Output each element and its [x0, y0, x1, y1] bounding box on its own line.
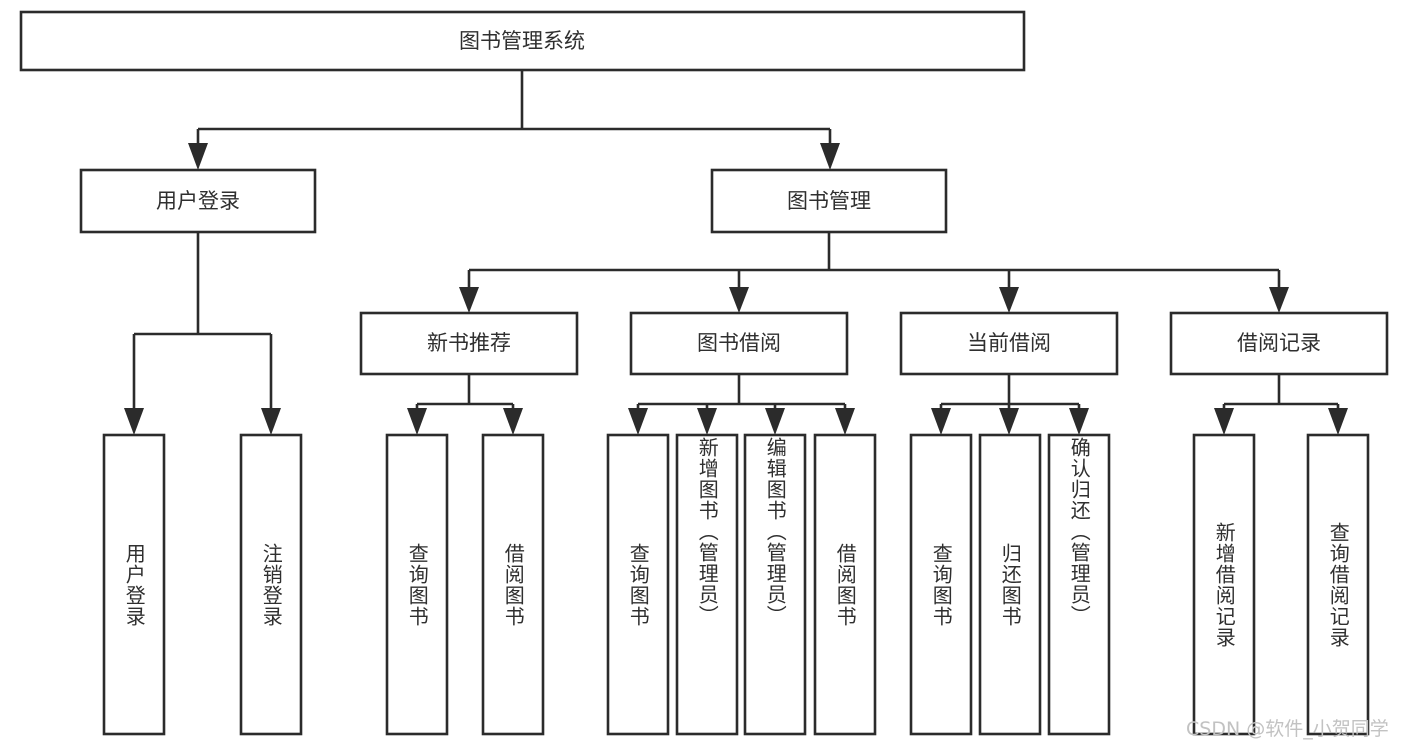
arrow-head-to-book-management	[820, 143, 840, 170]
arrow-head-to-current-borrow	[999, 287, 1019, 313]
arrow-head-leaf-bb-1	[628, 408, 648, 435]
node-label-new-book-recommend: 新书推荐	[427, 331, 511, 355]
connector-root-to-level2	[188, 70, 840, 170]
arrow-head-to-book-borrow	[729, 287, 749, 313]
arrow-head-leaf-user-login-1	[124, 408, 144, 435]
leaf-box-br-query-record	[1306, 433, 1370, 736]
arrow-head-leaf-nbr-1	[407, 408, 427, 435]
arrow-head-leaf-bb-3	[765, 408, 785, 435]
arrow-head-to-borrow-record	[1269, 287, 1289, 313]
connector-borrow-record-to-leaves	[1214, 374, 1348, 435]
node-current-borrow: 当前借阅	[899, 311, 1119, 376]
leaf-box-cb-query-book	[909, 433, 973, 736]
node-label-current-borrow: 当前借阅	[967, 331, 1051, 355]
connector-current-borrow-to-leaves	[931, 374, 1089, 435]
node-label-book-management: 图书管理	[787, 189, 871, 213]
leaf-box-bb-add-book	[675, 433, 739, 736]
arrow-head-leaf-cb-3	[1069, 408, 1089, 435]
node-box-new-book-recommend	[359, 311, 579, 376]
arrow-head-leaf-bb-4	[835, 408, 855, 435]
node-label-book-borrow: 图书借阅	[697, 331, 781, 355]
leaf-box-nbr-query-book	[385, 433, 449, 736]
node-box-current-borrow	[899, 311, 1119, 376]
arrow-head-leaf-bb-2	[697, 408, 717, 435]
leaf-box-bb-query-book	[606, 433, 670, 736]
connector-user-login-to-leaves	[124, 232, 281, 435]
csdn-watermark: CSDN @软件_小贺同学	[1186, 718, 1389, 740]
leaf-box-user-login-logout	[239, 433, 303, 736]
leaf-box-cb-confirm-return	[1047, 433, 1111, 736]
node-label-root: 图书管理系统	[459, 29, 585, 53]
arrow-head-leaf-br-2	[1328, 408, 1348, 435]
node-new-book-recommend: 新书推荐	[359, 311, 579, 376]
node-book-borrow: 图书借阅	[629, 311, 849, 376]
connector-book-management-to-level3	[459, 232, 1289, 313]
leaf-box-user-login-login	[102, 433, 166, 736]
node-label-borrow-record: 借阅记录	[1237, 331, 1321, 355]
node-box-borrow-record	[1169, 311, 1389, 376]
arrow-head-leaf-nbr-2	[503, 408, 523, 435]
connector-new-book-recommend-to-leaves	[407, 374, 523, 435]
connector-book-borrow-to-leaves	[628, 374, 855, 435]
arrow-head-to-user-login	[188, 143, 208, 170]
node-box-root	[19, 10, 1026, 72]
leaf-box-cb-return-book	[978, 433, 1042, 736]
node-label-user-login: 用户登录	[156, 189, 240, 213]
arrow-head-leaf-br-1	[1214, 408, 1234, 435]
arrow-head-leaf-user-login-2	[261, 408, 281, 435]
node-book-management: 图书管理	[710, 168, 948, 234]
node-box-book-borrow	[629, 311, 849, 376]
arrow-head-leaf-cb-1	[931, 408, 951, 435]
node-borrow-record: 借阅记录	[1169, 311, 1389, 376]
leaf-box-br-add-record	[1192, 433, 1256, 736]
node-box-book-management	[710, 168, 948, 234]
node-book-management-system: 图书管理系统	[19, 10, 1026, 72]
node-user-login: 用户登录	[79, 168, 317, 234]
leaf-box-bb-borrow-book	[813, 433, 877, 736]
arrow-head-leaf-cb-2	[999, 408, 1019, 435]
leaf-box-bb-edit-book	[743, 433, 807, 736]
arrow-head-to-new-book-recommend	[459, 287, 479, 313]
leaf-box-nbr-borrow-book	[481, 433, 545, 736]
